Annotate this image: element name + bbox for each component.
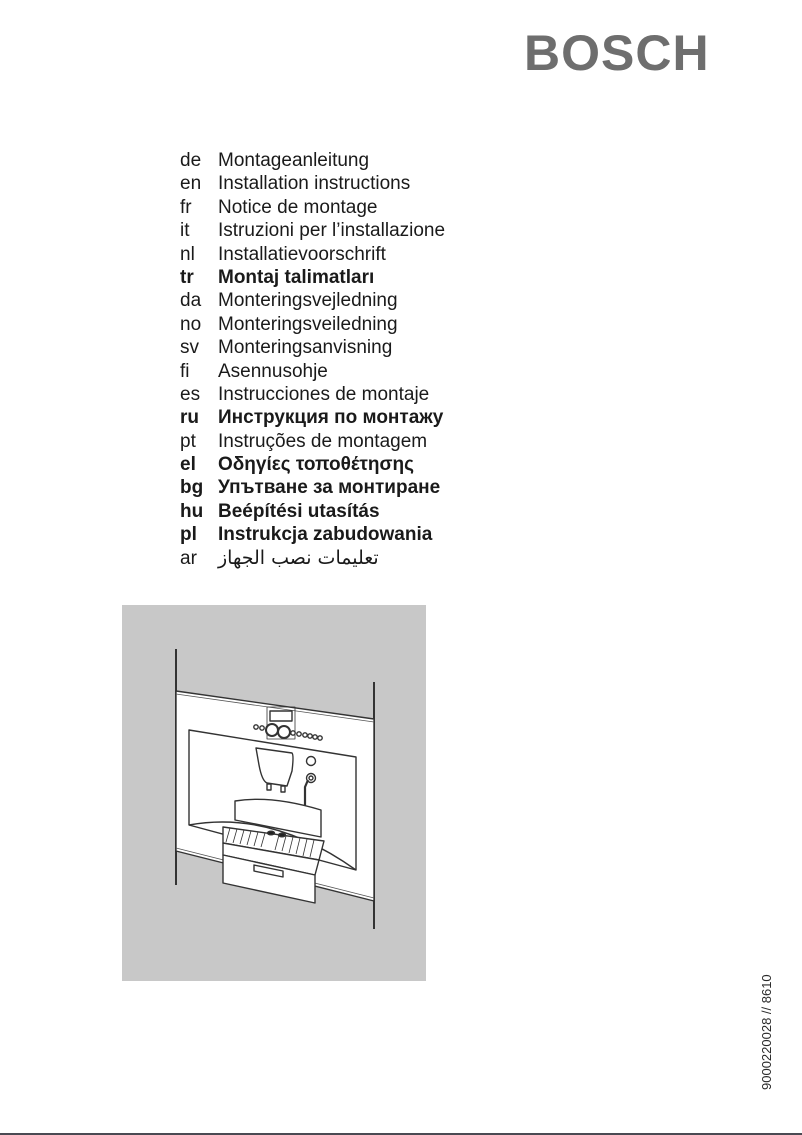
language-title: Instrukcja zabudowania [218, 524, 433, 546]
language-code: tr [180, 266, 194, 288]
language-code: fi [180, 360, 190, 382]
language-code: hu [180, 500, 204, 522]
language-row-hu: hu Beépítési utasítás [180, 500, 445, 523]
language-code: no [180, 313, 202, 335]
language-code: sv [180, 337, 199, 359]
language-title: Инструкция по монтажу [218, 407, 444, 429]
language-list: de Montageanleitung en Installation inst… [180, 149, 445, 570]
language-title: Οδηγίες τοποθέτησης [218, 454, 414, 476]
language-title: Instrucciones de montaje [218, 383, 430, 405]
document-number: 9000220028 // 8610 [759, 974, 774, 1090]
language-code: ru [180, 407, 199, 429]
language-row-es: es Instrucciones de montaje [180, 383, 445, 406]
language-row-tr: tr Montaj talimatları [180, 266, 445, 289]
language-title: Notice de montage [218, 196, 378, 218]
language-title: Instruções de montagem [218, 430, 428, 452]
language-row-pl: pl Instrukcja zabudowania [180, 523, 445, 546]
language-code: fr [180, 196, 192, 218]
language-row-pt: pt Instruções de montagem [180, 430, 445, 453]
language-title: Installatievoorschrift [218, 243, 386, 265]
language-row-en: en Installation instructions [180, 172, 445, 195]
language-code: bg [180, 477, 204, 499]
language-title: Monteringsveiledning [218, 313, 398, 335]
language-code: pt [180, 430, 196, 452]
language-row-sv: sv Monteringsanvisning [180, 336, 445, 359]
language-row-da: da Monteringsvejledning [180, 289, 445, 312]
language-code: el [180, 454, 196, 476]
language-code: ar [180, 547, 197, 569]
language-title: Installation instructions [218, 173, 411, 195]
language-title: Asennusohje [218, 360, 328, 382]
language-code: da [180, 290, 202, 312]
language-code: nl [180, 243, 195, 265]
language-title: Montageanleitung [218, 150, 370, 171]
language-row-fr: fr Notice de montage [180, 196, 445, 219]
bosch-logo: BOSCH [524, 25, 710, 81]
language-title: Monteringsanvisning [218, 337, 393, 359]
language-row-el: el Οδηγίες τοποθέτησης [180, 453, 445, 476]
language-row-ru: ru Инструкция по монтажу [180, 406, 445, 429]
language-row-bg: bg Упътване за монтиране [180, 476, 445, 499]
language-code: pl [180, 524, 197, 546]
bottom-border-line [0, 1133, 802, 1135]
language-title: Istruzioni per l’installazione [218, 220, 446, 242]
language-title: Monteringsvejledning [218, 290, 398, 312]
language-title: تعليمات نصب الجهاز [218, 546, 379, 569]
language-row-de: de Montageanleitung [180, 149, 445, 172]
language-code: de [180, 150, 202, 171]
coffee-machine-illustration [122, 605, 426, 981]
language-row-no: no Monteringsveiledning [180, 313, 445, 336]
language-row-nl: nl Installatievoorschrift [180, 243, 445, 266]
language-row-ar: ar تعليمات نصب الجهاز [180, 547, 445, 570]
language-title: Montaj talimatları [218, 266, 375, 288]
language-title: Упътване за монтиране [218, 477, 441, 499]
language-code: es [180, 383, 201, 405]
language-code: it [180, 220, 190, 242]
language-row-it: it Istruzioni per l’installazione [180, 219, 445, 242]
language-code: en [180, 173, 202, 195]
language-title: Beépítési utasítás [218, 500, 380, 522]
built-in-coffee-machine-drawing [175, 649, 375, 929]
language-row-fi: fi Asennusohje [180, 360, 445, 383]
